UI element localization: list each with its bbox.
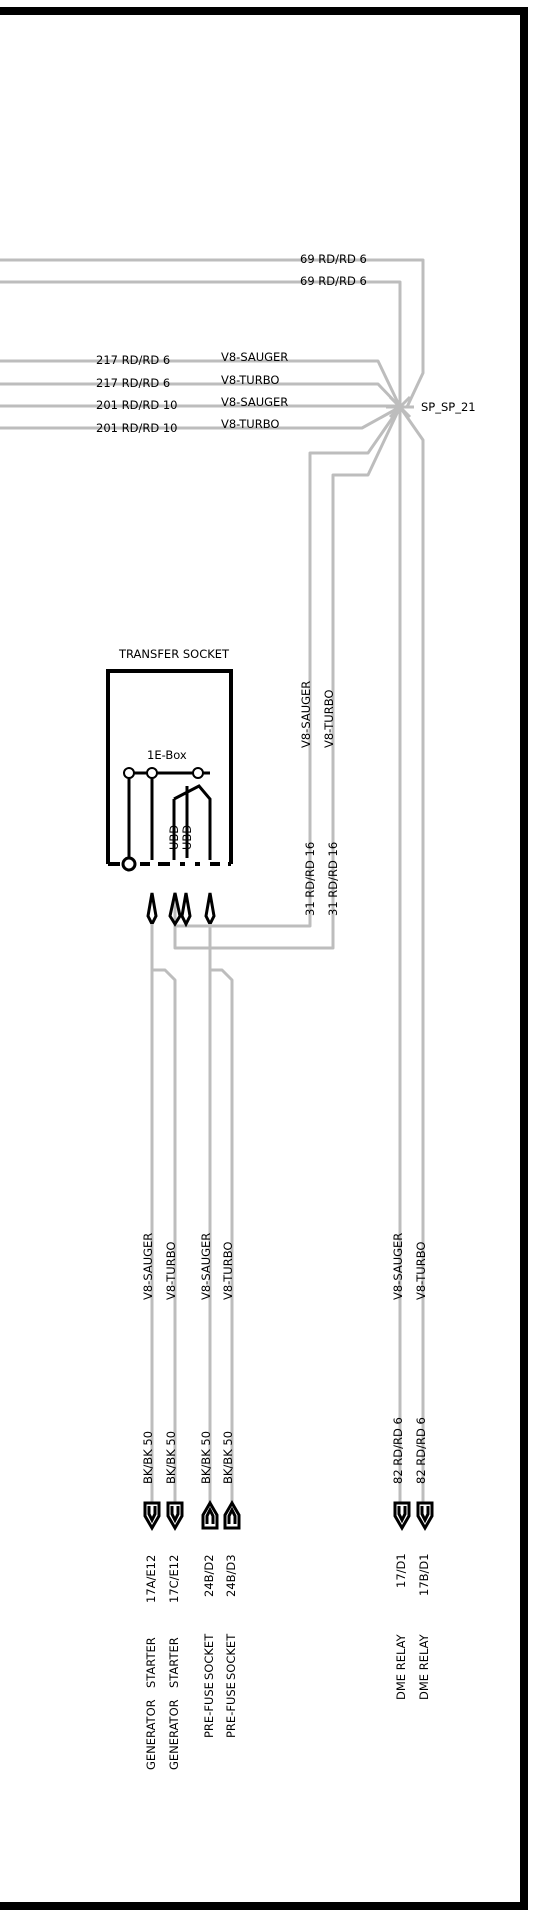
connector-pin: 17B/D1 (417, 1553, 431, 1596)
wire-69-2[interactable] (0, 280, 402, 407)
wire-label: 217 RD/RD 6 (96, 353, 170, 367)
wire-label: 201 RD/RD 10 (96, 398, 177, 412)
connector-pin: 17A/E12 (144, 1555, 158, 1603)
wire-bk-2[interactable] (152, 968, 177, 1503)
ubd-label: UBD (180, 825, 194, 850)
wire-variant: V8-SAUGER (221, 395, 288, 409)
component-label: SOCKET (202, 1633, 216, 1680)
wire-label: 201 RD/RD 10 (96, 421, 177, 435)
wire-label: 31 RD/RD 16 (326, 842, 340, 916)
wire-variant: V8-SAUGER (221, 350, 288, 364)
connector-variant: V8-TURBO (221, 1242, 235, 1300)
connector-pin: 24B/D2 (202, 1554, 216, 1597)
splice-point[interactable] (386, 393, 414, 421)
wire-label: 217 RD/RD 6 (96, 376, 170, 390)
wire-variant: V8-TURBO (221, 373, 279, 387)
terminal-female (416, 1501, 434, 1531)
ubd-label: UBD (167, 825, 181, 850)
wire-217-sauger[interactable] (0, 359, 402, 408)
socket-pins[interactable] (146, 892, 216, 928)
connector-pin: 17/D1 (394, 1553, 408, 1588)
wire-201-turbo[interactable] (0, 405, 401, 430)
terminal-male (201, 1500, 219, 1530)
connector-pin: 24B/D3 (224, 1554, 238, 1597)
connector-code: 82 RD/RD 6 (391, 1417, 405, 1484)
component-label: STARTER (167, 1637, 181, 1688)
wire-31-turbo-up[interactable] (173, 406, 402, 950)
connector-variant: V8-TURBO (414, 1242, 428, 1300)
wire-bk-4[interactable] (210, 968, 234, 1503)
wire-label: 69 RD/RD 6 (300, 252, 367, 266)
terminal-male (223, 1500, 241, 1530)
transfer-socket[interactable] (106, 669, 233, 872)
component-label-2: GENERATOR (167, 1699, 181, 1770)
connector-variant: V8-SAUGER (141, 1233, 155, 1300)
connector-variant: V8-SAUGER (391, 1233, 405, 1300)
wire-variant: V8-SAUGER (299, 681, 313, 748)
connector-code: 82 RD/RD 6 (414, 1417, 428, 1484)
bottom-wires (150, 924, 234, 1503)
component-label-2: GENERATOR (144, 1699, 158, 1770)
wire-label: 69 RD/RD 6 (300, 274, 367, 288)
ground-icon (121, 856, 137, 872)
terminal-female (166, 1501, 184, 1531)
wire-82-turbo[interactable] (398, 406, 425, 1503)
component-label-2: PRE-FUSE (202, 1682, 216, 1738)
connector-variant: V8-TURBO (164, 1242, 178, 1300)
connector-code: BK/BK 50 (199, 1431, 213, 1484)
component-label: SOCKET (224, 1633, 238, 1680)
connector-terminals[interactable] (143, 1500, 434, 1531)
socket-title: TRANSFER SOCKET (118, 647, 230, 661)
wire-label: 31 RD/RD 16 (303, 842, 317, 916)
connector-code: BK/BK 50 (141, 1431, 155, 1484)
socket-box-label: 1E-Box (147, 748, 187, 762)
connector-code: BK/BK 50 (221, 1431, 235, 1484)
wire-variant: V8-TURBO (221, 417, 279, 431)
connector-code: BK/BK 50 (164, 1431, 178, 1484)
diagram-frame (0, 7, 528, 1910)
splice-label: SP_SP_21 (421, 400, 476, 414)
wire-217-turbo[interactable] (0, 382, 402, 409)
wire-69-1[interactable] (0, 258, 425, 408)
component-label: DME RELAY (394, 1633, 408, 1700)
top-wires (0, 258, 425, 1503)
component-label: DME RELAY (417, 1633, 431, 1700)
terminal-female (393, 1501, 411, 1531)
terminal-female (143, 1501, 161, 1531)
component-label: STARTER (144, 1637, 158, 1688)
wire-variant: V8-TURBO (322, 690, 336, 748)
connector-variant: V8-SAUGER (199, 1233, 213, 1300)
component-label-2: PRE-FUSE (224, 1682, 238, 1738)
connector-pin: 17C/E12 (167, 1555, 181, 1603)
